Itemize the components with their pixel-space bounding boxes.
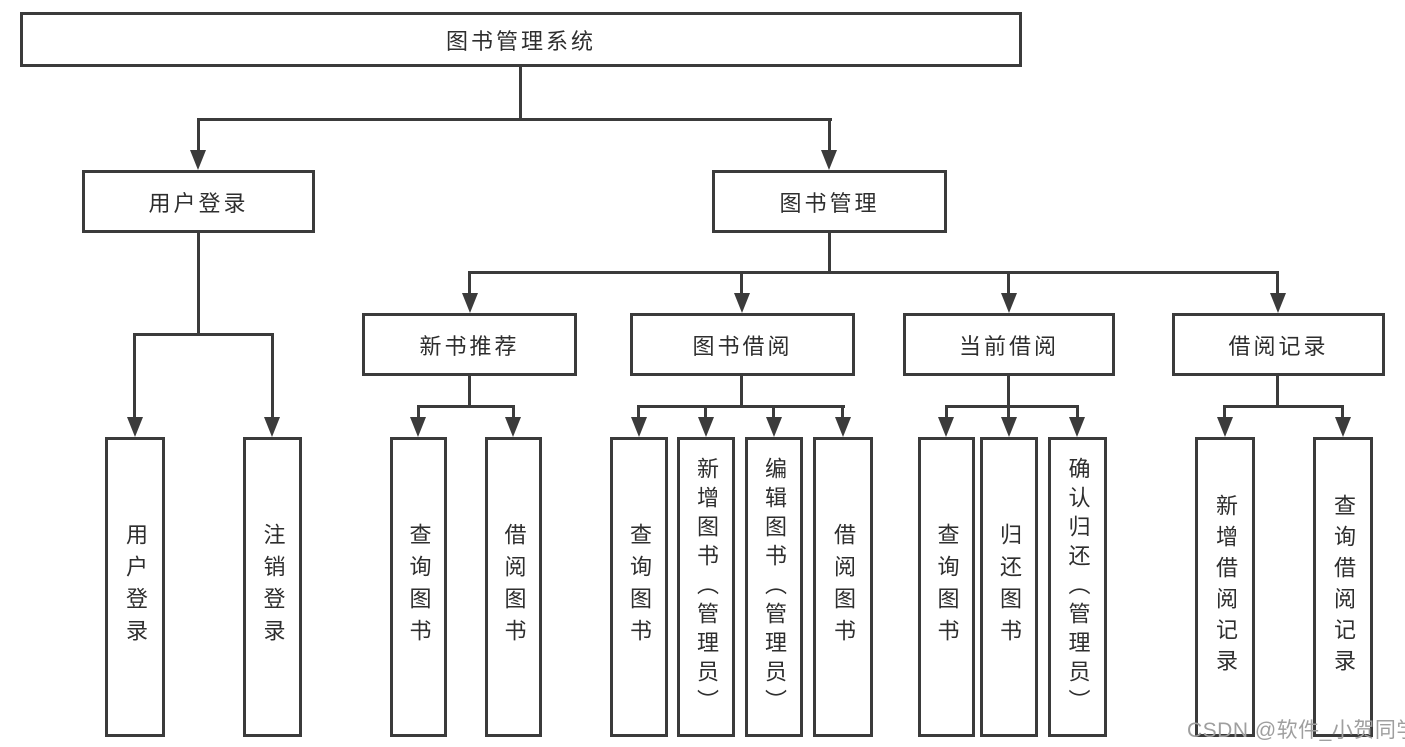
node-new-book-recommend-label: 新书推荐 — [419, 333, 520, 359]
connector-drop — [1276, 376, 1279, 408]
connector-stem — [828, 118, 831, 152]
arrow-down — [410, 417, 426, 437]
connector-bar — [945, 405, 1079, 408]
arrow-down — [821, 150, 837, 170]
leaf-query-books-borrow: 查询图书 — [610, 437, 668, 737]
leaf-borrow-book-recommend: 借阅图书 — [485, 437, 542, 737]
connector-bar — [637, 405, 845, 408]
connector-drop — [468, 376, 471, 408]
connector-stem — [1341, 405, 1344, 419]
node-book-borrow-label: 图书借阅 — [692, 333, 793, 359]
arrow-down — [462, 293, 478, 313]
leaf-edit-book-admin: 编辑图书（管理员） — [745, 437, 803, 737]
connector-stem — [1007, 271, 1010, 295]
connector-root-drop — [519, 65, 522, 120]
arrow-down — [1001, 417, 1017, 437]
connector-drop — [1007, 376, 1010, 408]
connector-root-bar — [197, 118, 832, 121]
leaf-user-login: 用户登录 — [105, 437, 165, 737]
node-borrow-records: 借阅记录 — [1172, 313, 1385, 376]
connector-stem — [271, 333, 274, 418]
connector-stem — [1276, 271, 1279, 295]
arrow-down — [1069, 417, 1085, 437]
node-new-book-recommend: 新书推荐 — [362, 313, 577, 376]
watermark-text: CSDN @软件_小贺同学 — [1187, 719, 1405, 742]
node-library-system: 图书管理系统 — [20, 12, 1022, 67]
connector-book-mgmt-drop — [828, 233, 831, 274]
leaf-borrow-book: 借阅图书 — [813, 437, 873, 737]
connector-stem — [468, 271, 471, 295]
connector-user-login-drop — [197, 233, 200, 336]
leaf-logout: 注销登录 — [243, 437, 302, 737]
leaf-add-borrow-record: 新增借阅记录 — [1195, 437, 1255, 737]
arrow-down — [734, 293, 750, 313]
arrow-down — [1335, 417, 1351, 437]
connector-drop — [740, 376, 743, 408]
node-user-login: 用户登录 — [82, 170, 315, 233]
connector-stem — [512, 405, 515, 419]
connector-bar — [417, 405, 515, 408]
node-book-management: 图书管理 — [712, 170, 947, 233]
leaf-query-borrow-record: 查询借阅记录 — [1313, 437, 1373, 737]
connector-stem — [945, 405, 948, 419]
arrow-down — [127, 417, 143, 437]
arrow-down — [698, 417, 714, 437]
node-user-login-label: 用户登录 — [148, 190, 249, 216]
connector-stem — [133, 333, 136, 418]
connector-stem — [772, 405, 775, 419]
node-book-borrow: 图书借阅 — [630, 313, 855, 376]
node-current-borrow: 当前借阅 — [903, 313, 1115, 376]
node-book-management-label: 图书管理 — [779, 190, 880, 216]
leaf-query-books-recommend: 查询图书 — [390, 437, 447, 737]
arrow-down — [938, 417, 954, 437]
leaf-return-book: 归还图书 — [980, 437, 1038, 737]
connector-stem — [841, 405, 844, 419]
connector-stem — [637, 405, 640, 419]
connector-stem — [417, 405, 420, 419]
node-borrow-records-label: 借阅记录 — [1228, 333, 1329, 359]
connector-stem — [704, 405, 707, 419]
node-library-system-label: 图书管理系统 — [445, 28, 596, 54]
connector-stem — [1223, 405, 1226, 419]
arrow-down — [505, 417, 521, 437]
connector-stem — [740, 271, 743, 295]
arrow-down — [1217, 417, 1233, 437]
connector-stem — [1076, 405, 1079, 419]
connector-stem — [1007, 405, 1010, 419]
leaf-confirm-return-admin: 确认归还（管理员） — [1048, 437, 1107, 737]
arrow-down — [835, 417, 851, 437]
arrow-down — [631, 417, 647, 437]
arrow-down — [264, 417, 280, 437]
arrow-down — [1001, 293, 1017, 313]
connector-book-mgmt-bar — [468, 271, 1278, 274]
node-current-borrow-label: 当前借阅 — [958, 333, 1059, 359]
leaf-add-book-admin: 新增图书（管理员） — [677, 437, 735, 737]
leaf-query-books-current: 查询图书 — [918, 437, 975, 737]
connector-user-login-bar — [133, 333, 274, 336]
connector-stem — [197, 118, 200, 152]
connector-bar — [1223, 405, 1344, 408]
arrow-down — [190, 150, 206, 170]
arrow-down — [1270, 293, 1286, 313]
arrow-down — [766, 417, 782, 437]
